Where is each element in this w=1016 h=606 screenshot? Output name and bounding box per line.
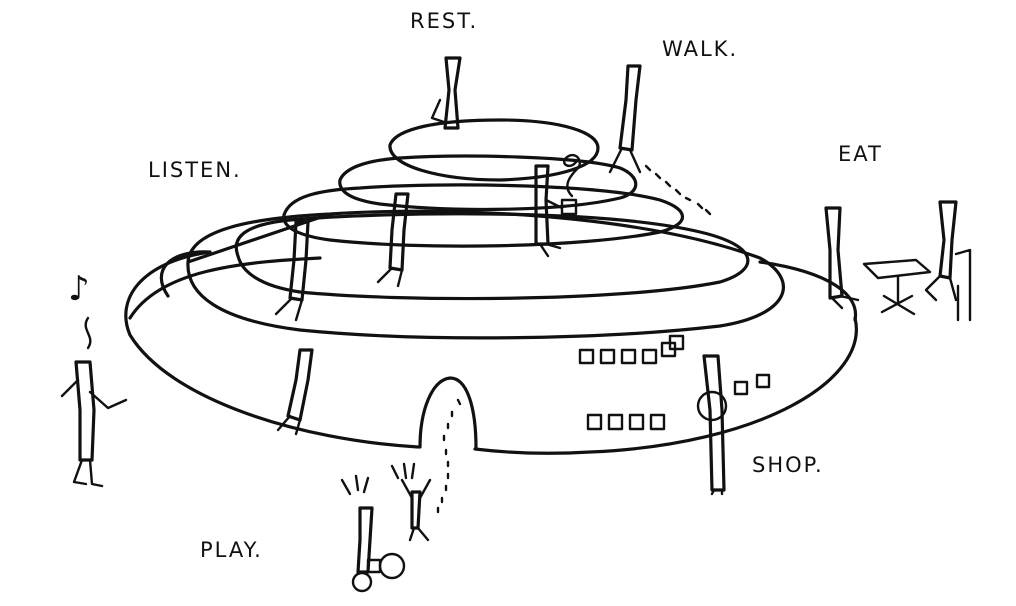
label-rest: REST. bbox=[410, 9, 478, 33]
label-eat: EAT bbox=[838, 142, 883, 166]
tier-2 bbox=[186, 209, 785, 340]
figure-base bbox=[276, 348, 314, 436]
tier-top bbox=[388, 118, 600, 182]
label-walk: WALK. bbox=[662, 37, 738, 61]
figure-eat-right bbox=[924, 200, 972, 322]
cafe-table bbox=[862, 258, 932, 316]
label-shop: SHOP. bbox=[752, 453, 824, 477]
tier-base-top bbox=[128, 256, 858, 322]
figure-listen bbox=[60, 316, 128, 488]
tier-4 bbox=[282, 183, 684, 248]
figure-play-left bbox=[340, 474, 406, 593]
tier-5 bbox=[338, 154, 638, 212]
label-listen: LISTEN. bbox=[148, 158, 242, 182]
shop-windows bbox=[578, 334, 771, 431]
figure-eat-left bbox=[824, 206, 860, 310]
figure-rest bbox=[430, 56, 462, 130]
label-play: PLAY. bbox=[200, 538, 263, 562]
figure-coffee bbox=[534, 153, 581, 258]
doorway bbox=[418, 376, 478, 450]
figure-walk bbox=[608, 64, 642, 174]
figure-tier3 bbox=[376, 192, 410, 288]
tier-3 bbox=[234, 212, 750, 301]
figure-play-right bbox=[390, 462, 432, 542]
play-path-dots bbox=[436, 398, 462, 514]
figure-tier2 bbox=[274, 220, 310, 322]
tier-base bbox=[124, 250, 858, 455]
figure-shop bbox=[696, 354, 728, 496]
music-note: ♪ bbox=[68, 269, 90, 309]
walk-trail-dots bbox=[644, 164, 712, 216]
